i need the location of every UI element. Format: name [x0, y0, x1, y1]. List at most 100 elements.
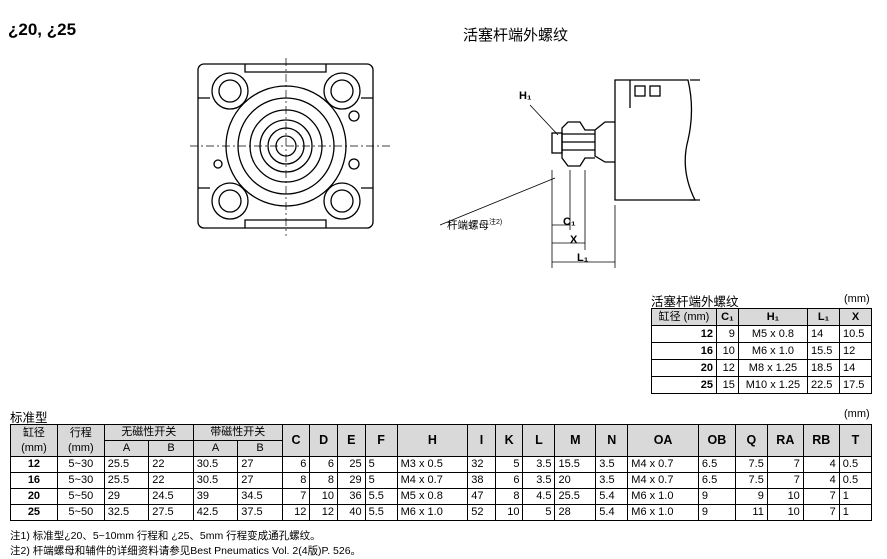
table-cell: 24.5 [148, 488, 194, 505]
table-cell: 4 [802, 456, 840, 473]
col-header: OB [697, 424, 736, 457]
table-cell: M6 x 1.0 [627, 488, 699, 505]
col-header: L [522, 424, 556, 457]
col-header: X [838, 308, 873, 326]
table-cell: 7 [802, 504, 840, 521]
bore-header: 缸径(mm) [10, 424, 58, 457]
table-cell: 10 [766, 504, 804, 521]
col-header: H₁ [737, 308, 809, 326]
table-cell: 27 [237, 456, 283, 473]
table-cell: 12 [309, 504, 338, 521]
table-cell: 5 [494, 456, 524, 473]
table-cell: 40 [337, 504, 366, 521]
with-switch-header: 带磁性开关 [192, 424, 283, 441]
table-cell: M4 x 0.7 [627, 456, 699, 473]
c1-label: C₁ [563, 216, 576, 228]
table-cell: 5~30 [56, 472, 105, 489]
x-label: X [570, 234, 578, 246]
table-cell: 0.5 [838, 456, 873, 473]
table-cell: M10 x 1.25 [737, 376, 809, 394]
table-cell: 6.5 [697, 456, 736, 473]
col-header: C [281, 424, 311, 457]
bore-cell: 20 [10, 488, 58, 505]
table-cell: 10 [766, 488, 804, 505]
table-cell: 25 [337, 456, 366, 473]
col-header: N [595, 424, 629, 457]
rod-table-unit: (mm) [844, 293, 870, 305]
table-cell: 3.5 [595, 472, 629, 489]
table-cell: 15.5 [554, 456, 597, 473]
table-cell: 5.5 [364, 488, 398, 505]
table-cell: 27.5 [148, 504, 194, 521]
bore-cell: 16 [10, 472, 58, 489]
table-cell: 3.5 [595, 456, 629, 473]
table-cell: 12 [281, 504, 311, 521]
table-cell: 9 [715, 325, 739, 343]
table-cell: 10 [715, 342, 739, 360]
col-header: T [838, 424, 873, 457]
table-cell: 22.5 [807, 376, 840, 394]
table-cell: 5.4 [595, 488, 629, 505]
std-table-caption: 标准型 [10, 411, 48, 425]
col-header-b2: B [237, 440, 283, 457]
bore-cell: 12 [651, 325, 717, 343]
table-header-row: 缸径(mm) 行程(mm) 无磁性开关 带磁性开关 C D E F H I K … [10, 424, 873, 457]
table-cell: 39 [192, 488, 239, 505]
table-cell: 5 [522, 504, 556, 521]
table-cell: M3 x 0.5 [396, 456, 469, 473]
col-header: M [554, 424, 597, 457]
col-header: C₁ [715, 308, 739, 326]
table-cell: 29 [103, 488, 150, 505]
stroke-header: 行程(mm) [56, 424, 105, 457]
table-cell: 25.5 [554, 488, 597, 505]
table-row: 16 10 M6 x 1.0 15.5 12 [651, 342, 873, 360]
table-cell: 7 [766, 456, 804, 473]
table-cell: 4 [802, 472, 840, 489]
table-cell: 7.5 [734, 472, 768, 489]
bore-cell: 12 [10, 456, 58, 473]
table-cell: 6 [281, 456, 311, 473]
table-cell: 1 [838, 488, 873, 505]
table-cell: 36 [337, 488, 366, 505]
col-header: I [467, 424, 496, 457]
table-cell: 6 [309, 456, 338, 473]
table-cell: 8 [281, 472, 311, 489]
table-cell: 4.5 [522, 488, 556, 505]
table-cell: M6 x 1.0 [627, 504, 699, 521]
table-cell: M5 x 0.8 [737, 325, 809, 343]
rod-thread-table: 缸径 (mm) C₁ H₁ L₁ X 12 9 M5 x 0.8 14 10.5… [651, 308, 873, 394]
bore-cell: 25 [651, 376, 717, 394]
col-header: E [337, 424, 366, 457]
table-row: 25 15 M10 x 1.25 22.5 17.5 [651, 376, 873, 394]
table-cell: 30.5 [192, 472, 239, 489]
table-cell: 1 [838, 504, 873, 521]
table-cell: M6 x 1.0 [396, 504, 469, 521]
table-cell: 7.5 [734, 456, 768, 473]
table-cell: 32.5 [103, 504, 150, 521]
table-cell: 5.4 [595, 504, 629, 521]
table-cell: 9 [697, 504, 736, 521]
table-cell: 25.5 [103, 456, 150, 473]
table-cell: 10 [494, 504, 524, 521]
std-table-unit: (mm) [844, 408, 870, 420]
stroke-header-label: 行程 [69, 426, 92, 439]
table-cell: 52 [467, 504, 496, 521]
table-cell: 11 [734, 504, 768, 521]
table-cell: 5.5 [364, 504, 398, 521]
table-cell: 29 [337, 472, 366, 489]
col-header: L₁ [807, 308, 840, 326]
table-cell: 5~30 [56, 456, 105, 473]
table-cell: 14 [807, 325, 840, 343]
col-header: Q [734, 424, 768, 457]
table-cell: 38 [467, 472, 496, 489]
table-cell: M4 x 0.7 [396, 472, 469, 489]
table-cell: 8 [309, 472, 338, 489]
table-cell: 12 [838, 342, 873, 360]
table-cell: 0.5 [838, 472, 873, 489]
col-header: RB [802, 424, 840, 457]
table-cell: 7 [281, 488, 311, 505]
table-row: 12 9 M5 x 0.8 14 10.5 [651, 325, 873, 343]
table-row: 20 12 M8 x 1.25 18.5 14 [651, 359, 873, 377]
